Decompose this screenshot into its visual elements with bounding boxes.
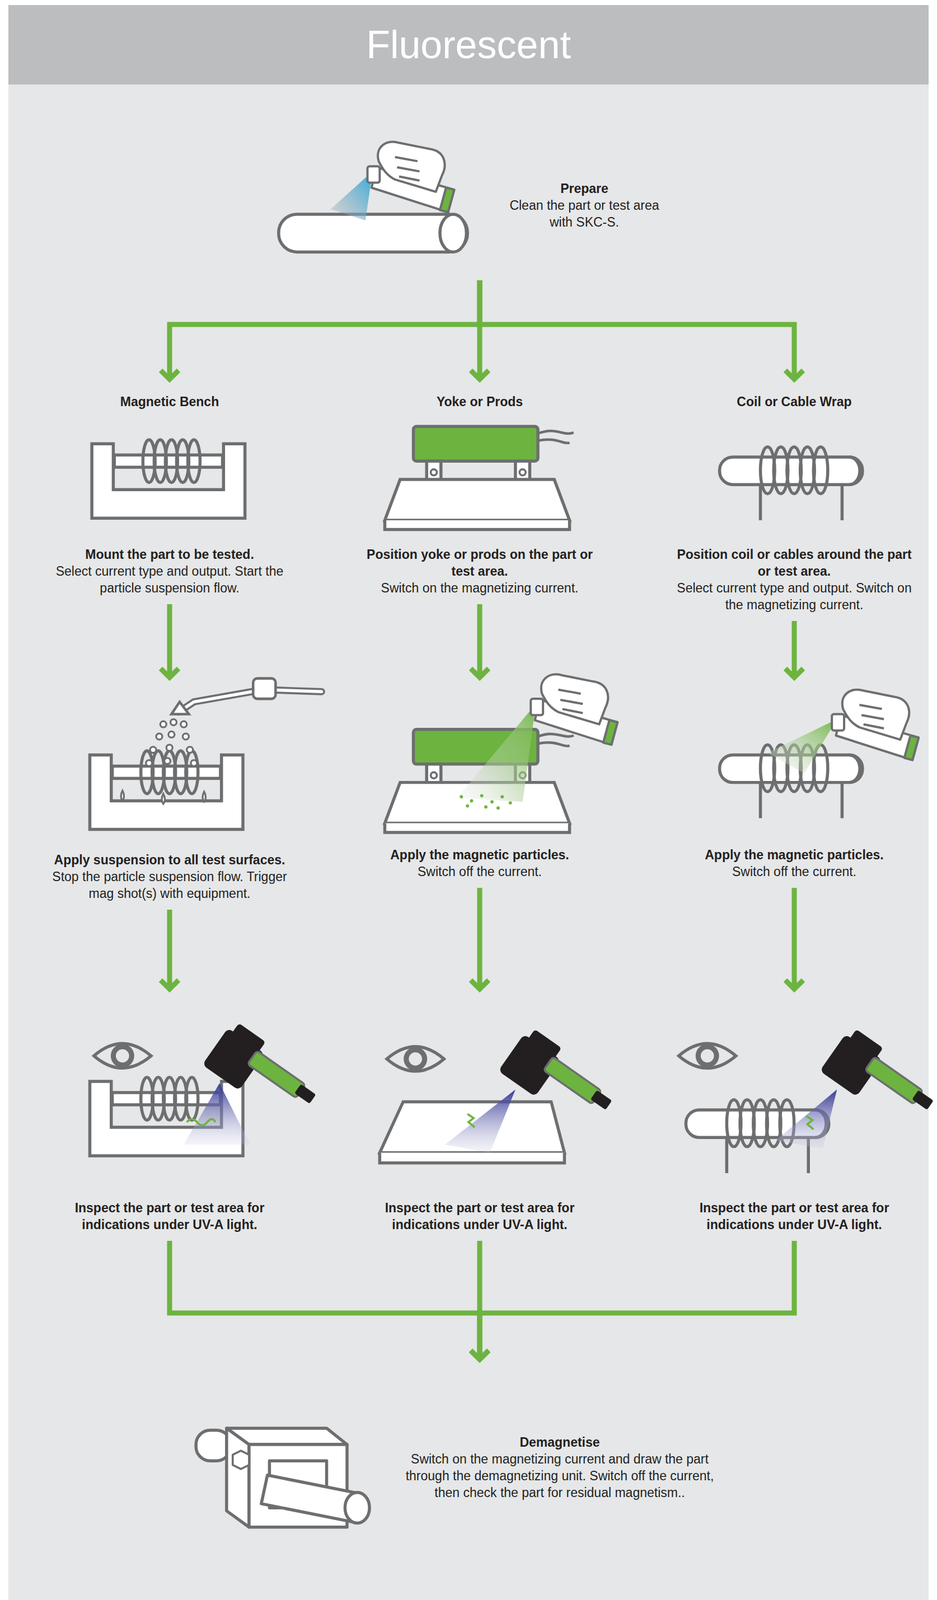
arrow-line [479, 1241, 795, 1358]
step-heading: Yoke or Prods [362, 393, 598, 411]
step-text: Switch on the magnetizing current. [362, 579, 598, 597]
flow-arrow [470, 888, 489, 990]
step-node: Apply suspension to all test surfaces.St… [35, 678, 304, 911]
flow-arrow [470, 1241, 795, 1361]
arrow-head [160, 668, 179, 678]
demagnetizer-figure [195, 1429, 370, 1529]
step-heading: Inspect the part or test area for indica… [46, 1200, 293, 1234]
step-text: Select current type and output. Start th… [52, 563, 288, 597]
arrow-head [160, 980, 179, 990]
step-node: Inspect the part or test area for indica… [659, 990, 929, 1242]
arrow-line [479, 280, 795, 378]
step-text: Select current type and output. Switch o… [676, 579, 912, 614]
arrow-head [785, 668, 804, 678]
arrow-line [792, 888, 798, 988]
step-heading: Apply suspension to all test surfaces. [52, 851, 288, 869]
arrow-line [167, 910, 173, 988]
step-heading: Mount the part to be tested. [52, 546, 288, 564]
arrow-line [477, 888, 483, 988]
step-heading: Inspect the part or test area for indica… [671, 1200, 918, 1234]
step-node: Inspect the part or test area for indica… [345, 990, 615, 1242]
arrow-head [160, 370, 179, 380]
coil-inspect-figure [678, 1026, 937, 1174]
step-text: Switch off the current. [362, 863, 598, 881]
step-node: Apply the magnetic particles.Switch off … [345, 678, 615, 889]
step-heading: Prepare [500, 180, 669, 198]
arrow-head [785, 370, 804, 380]
arrow-head [470, 1351, 489, 1361]
flow-arrow [785, 888, 804, 990]
step-heading: Coil or Cable Wrap [676, 393, 912, 411]
arrow-line [167, 604, 173, 676]
flow-arrow [479, 280, 804, 380]
flow-arrow [470, 604, 489, 678]
step-heading: Demagnetise [403, 1434, 717, 1452]
step-text: Switch on the magnetizing current and dr… [403, 1451, 717, 1502]
arrow-line [169, 280, 480, 378]
step-text: Switch off the current. [676, 863, 912, 881]
step-node: Apply the magnetic particles.Switch off … [659, 678, 929, 889]
step-node: Magnetic BenchMount the part to be teste… [35, 380, 304, 605]
bench-suspension-figure [89, 678, 322, 831]
arrow-line [477, 604, 483, 676]
step-node: PrepareClean the part or test area with … [268, 142, 672, 281]
step-node: DemagnetiseSwitch on the magnetizing cur… [190, 1361, 751, 1530]
step-text: Clean the part or test area with SKC-S. [500, 197, 669, 231]
step-heading: Position yoke or prods on the part or te… [362, 546, 598, 580]
step-heading: Apply the magnetic particles. [362, 846, 598, 864]
step-text: Stop the particle suspension flow. Trigg… [52, 868, 288, 903]
step-heading: Apply the magnetic particles. [676, 846, 912, 864]
step-heading: Magnetic Bench [52, 393, 288, 411]
diagram-title: Fluorescent [8, 5, 929, 85]
arrow-head [470, 980, 489, 990]
step-node: Inspect the part or test area for indica… [35, 990, 304, 1242]
flow-arrow [160, 910, 179, 990]
arrow-head [470, 370, 489, 380]
bench-inspect-figure [89, 1020, 325, 1157]
step-heading: Position coil or cables around the part … [676, 546, 912, 580]
arrow-head [470, 668, 489, 678]
arrow-head [785, 980, 804, 990]
flow-arrow [160, 280, 480, 380]
flow-arrow [169, 1241, 489, 1361]
bench-figure [91, 439, 246, 519]
plate-inspect-figure [379, 1026, 621, 1164]
yoke-figure [384, 426, 574, 530]
prepare-figure [278, 141, 468, 252]
coil-figure [719, 447, 863, 521]
step-node: Coil or Cable WrapPosition coil or cable… [659, 380, 929, 622]
flow-arrow [160, 604, 179, 678]
coil-particles-figure [719, 690, 920, 819]
arrow-line [169, 1241, 480, 1358]
flow-arrow [785, 621, 804, 678]
arrow-line [792, 621, 798, 676]
yoke-particles-figure [384, 674, 618, 833]
step-heading: Inspect the part or test area for indica… [356, 1200, 603, 1234]
step-node: Yoke or ProdsPosition yoke or prods on t… [345, 380, 615, 605]
